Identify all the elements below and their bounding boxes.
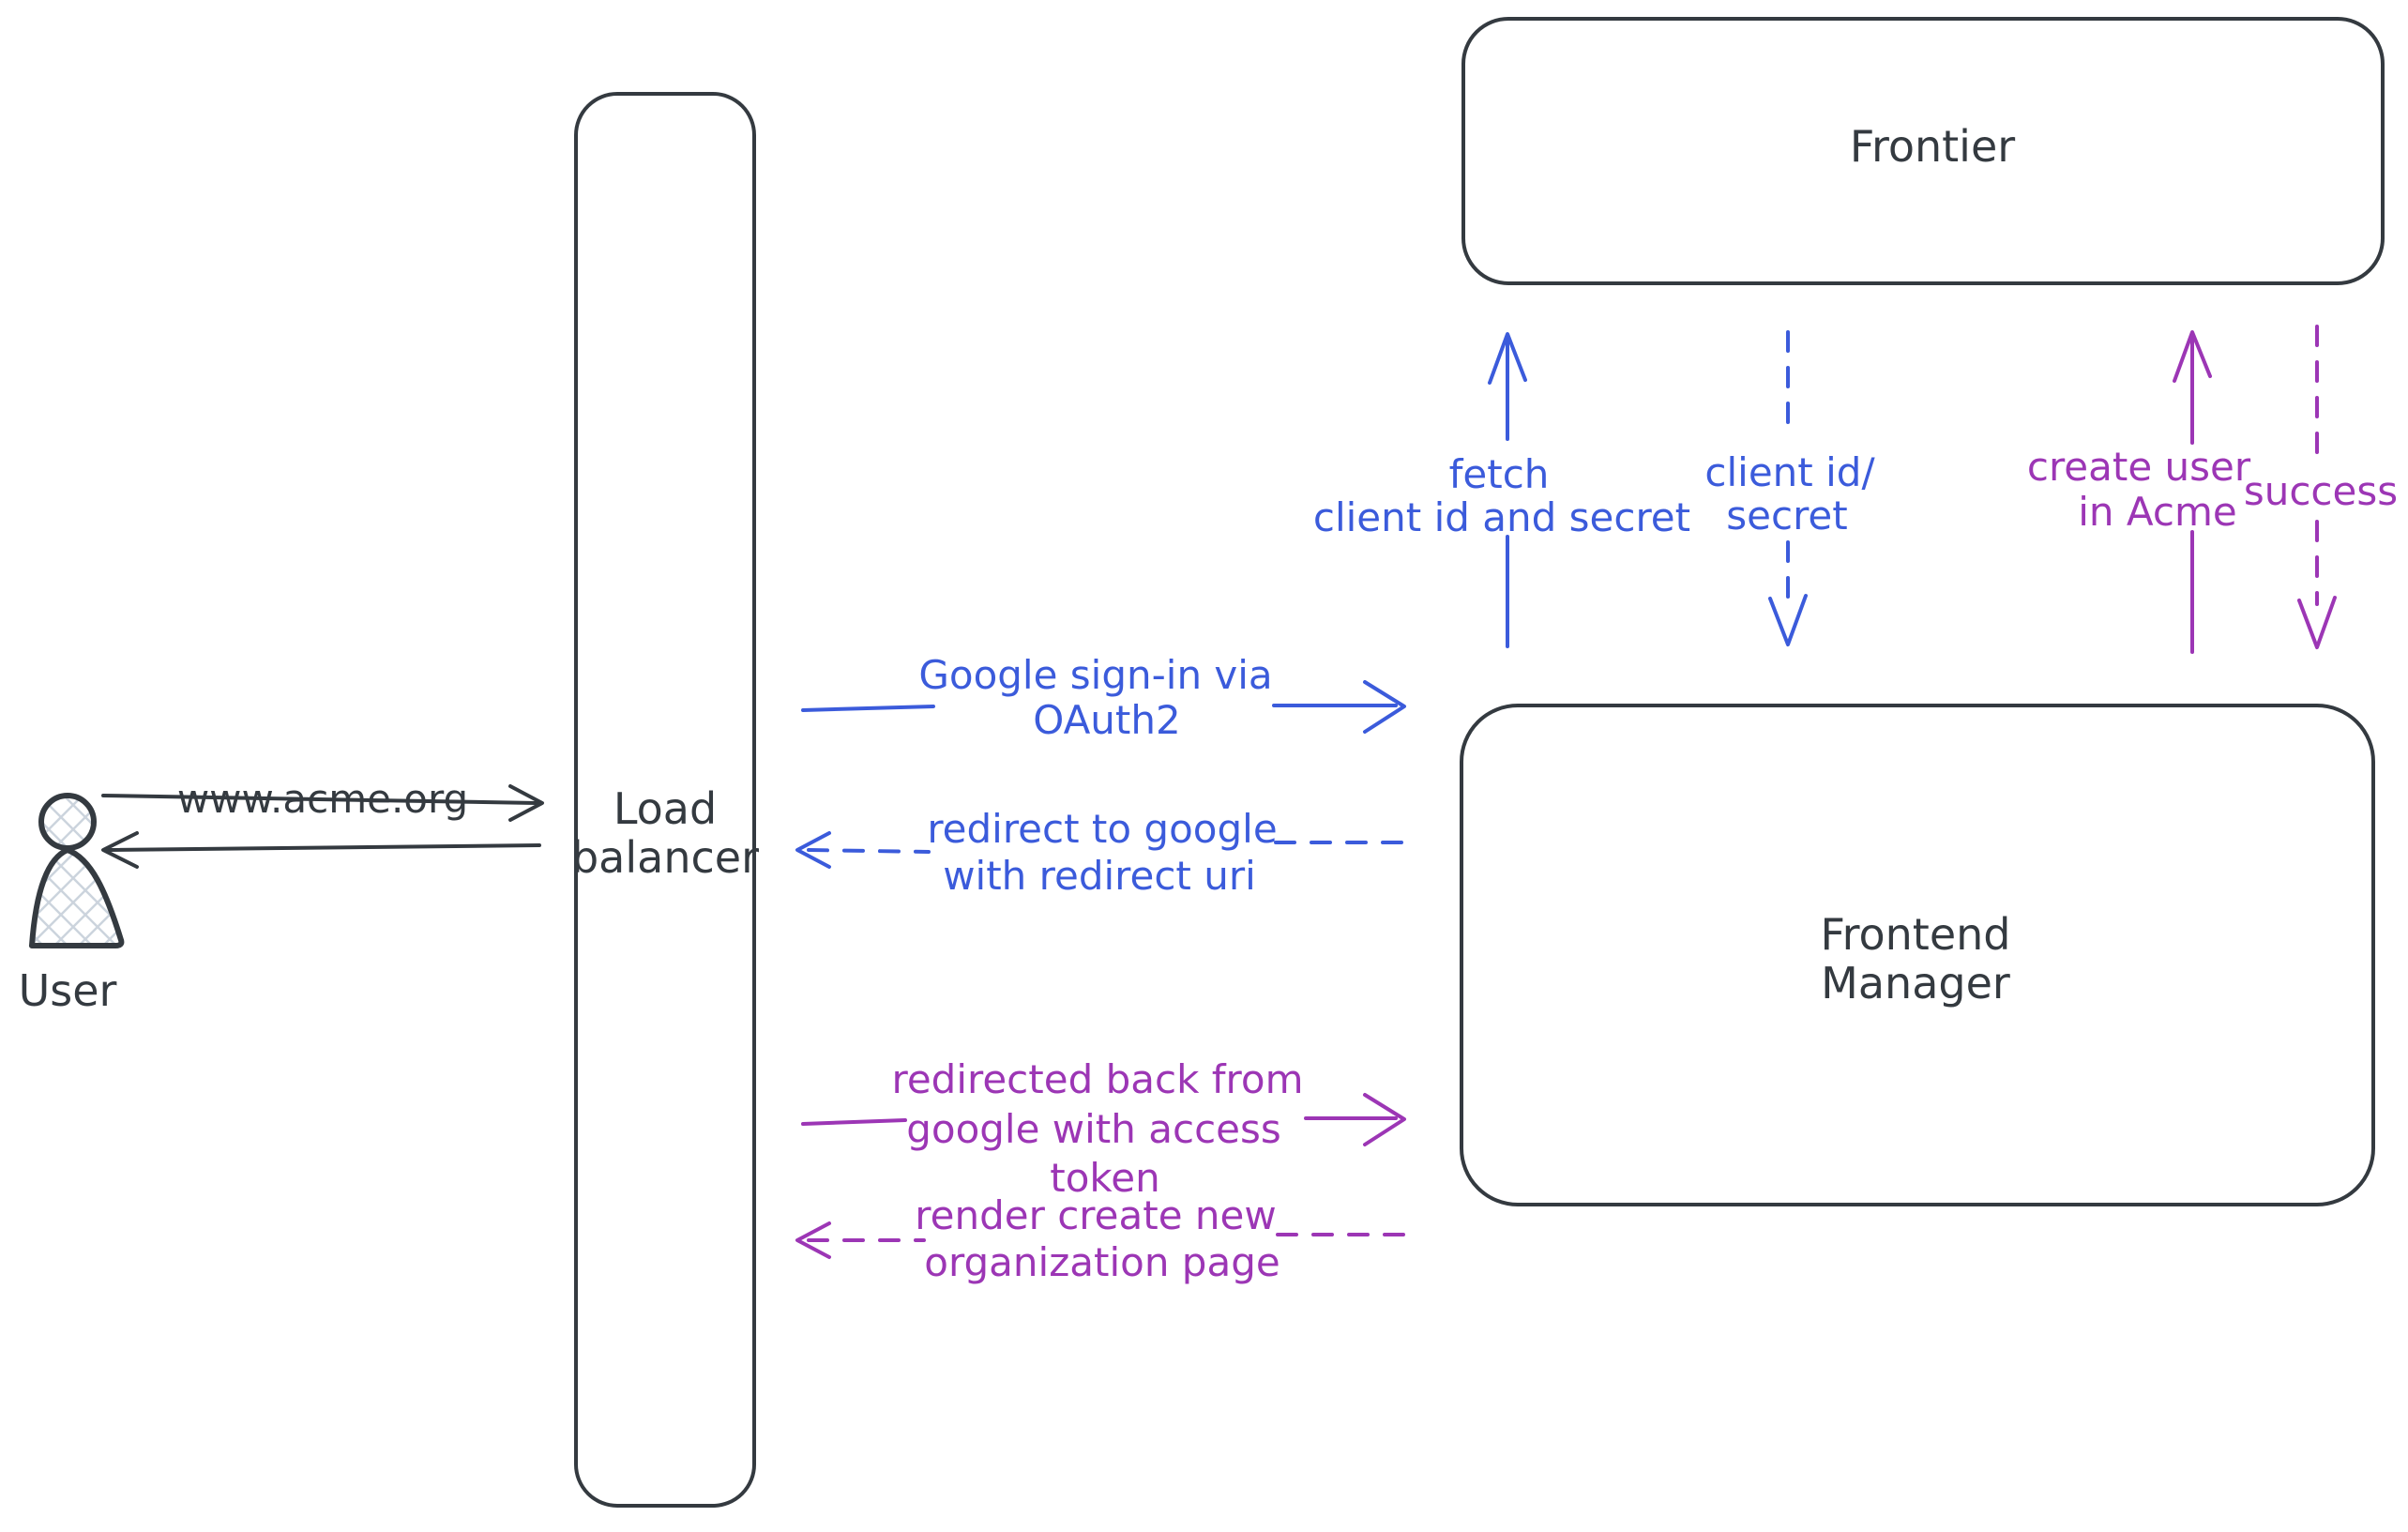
edge-google-signin-label-line1: Google sign-in via — [918, 652, 1272, 698]
edge-create-user-arrowhead-icon — [2173, 330, 2212, 383]
edge-google-signin-label-line2: OAuth2 — [1033, 697, 1180, 743]
edge-fetch-client-label-line1: fetch — [1449, 451, 1550, 497]
edge-google-signin-arrowhead-icon — [1363, 680, 1406, 734]
edge-create-user-label-line1: create user — [2027, 444, 2251, 490]
edge-render-org-page-label-line2: organization page — [924, 1239, 1280, 1285]
edge-google-signin: Google sign-in via OAuth2 — [801, 652, 1406, 743]
edge-create-user-label-line2: in Acme — [2078, 489, 2236, 535]
edge-redirected-back-label-line1: redirected back from — [891, 1056, 1303, 1102]
load-balancer-label-line1: Load — [613, 783, 717, 834]
edge-redirect-google-arrowhead-icon — [795, 831, 831, 869]
frontier-node: Frontier — [1461, 17, 2385, 285]
edge-response-to-user-line — [107, 843, 541, 852]
edge-redirect-google-line-left — [807, 848, 931, 854]
edge-www-acme: www.acme.org — [101, 776, 544, 822]
edge-redirected-back-arrowhead-icon — [1363, 1093, 1406, 1146]
edge-redirect-google-label-line2: with redirect uri — [943, 853, 1256, 899]
edge-redirect-google: redirect to google with redirect uri — [795, 806, 1414, 899]
edge-success: success — [2244, 325, 2398, 649]
edge-www-acme-label: www.acme.org — [177, 776, 468, 822]
frontend-manager-label-line2: Manager — [1821, 958, 2010, 1009]
edge-google-signin-line-left — [801, 705, 935, 712]
edge-client-id-secret-arrowhead-icon — [1768, 594, 1808, 646]
edge-redirected-back-label-line3: token — [1050, 1155, 1159, 1201]
user-label: User — [19, 965, 117, 1016]
edge-fetch-client-arrowhead-icon — [1488, 332, 1527, 385]
frontier-box — [1461, 17, 2385, 285]
load-balancer-label-line2: balancer — [571, 832, 759, 883]
load-balancer-box — [574, 92, 756, 1508]
frontend-manager-node: Frontend Manager — [1460, 704, 2375, 1206]
edge-fetch-client: fetch client id and secret — [1313, 332, 1690, 648]
edge-render-org-page-arrowhead-icon — [795, 1221, 831, 1259]
frontend-manager-box — [1460, 704, 2375, 1206]
edge-redirected-back-line-left — [801, 1118, 907, 1126]
edge-success-arrowhead-icon — [2297, 596, 2337, 649]
edge-success-label: success — [2244, 468, 2398, 514]
edge-client-id-secret-label-line1: client id/ — [1704, 449, 1875, 495]
edge-client-id-secret-label-line2: secret — [1726, 493, 1847, 538]
edge-redirected-back: redirected back from google with access … — [801, 1056, 1406, 1201]
edge-fetch-client-label-line2: client id and secret — [1313, 494, 1690, 540]
load-balancer-node: Load balancer — [571, 92, 759, 1508]
person-head-icon — [38, 793, 97, 851]
user-node: User — [19, 793, 125, 1016]
edge-render-org-page: render create new organization page — [795, 1192, 1409, 1285]
edge-redirected-back-label-line2: google with access — [906, 1106, 1281, 1152]
edge-client-id-secret: client id/ secret — [1704, 330, 1875, 646]
edge-response-to-user — [101, 831, 541, 869]
edge-create-user: create user in Acme — [2027, 330, 2251, 654]
edge-response-to-user-arrowhead-icon — [101, 831, 139, 869]
frontend-manager-label-line1: Frontend — [1820, 909, 2010, 960]
edge-render-org-page-label-line1: render create new — [915, 1192, 1276, 1238]
edge-redirect-google-label-line1: redirect to google — [927, 806, 1277, 852]
frontier-label: Frontier — [1850, 121, 2015, 172]
edge-www-acme-arrowhead-icon — [508, 784, 544, 822]
person-body-icon — [28, 847, 125, 948]
edge-www-acme-line — [101, 794, 538, 805]
